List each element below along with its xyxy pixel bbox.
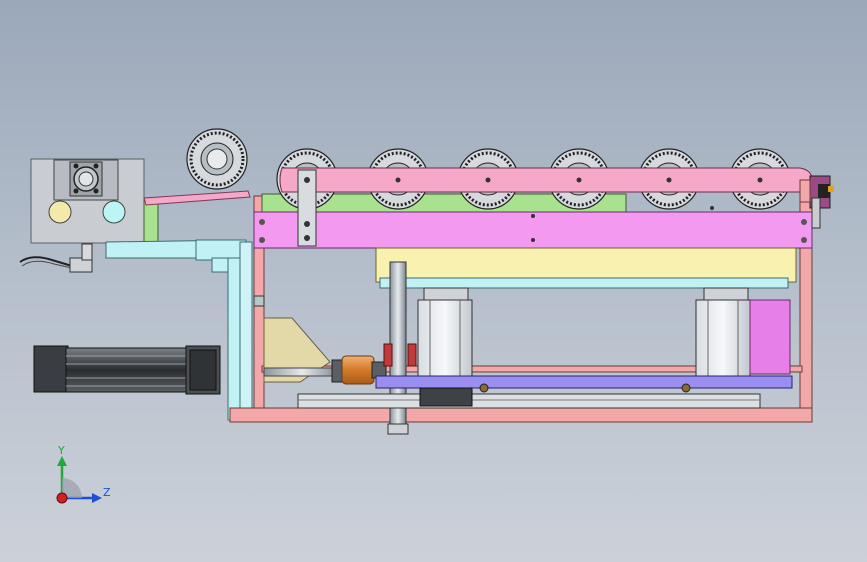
pneumatic-cylinder-left	[417, 287, 473, 381]
pneumatic-cylinder-right	[695, 287, 751, 377]
indicator-light-yellow	[48, 200, 72, 224]
servo-motor	[33, 345, 221, 395]
roller-loose	[186, 128, 248, 190]
end-sensor	[799, 175, 834, 229]
indicator-light-cyan	[102, 200, 126, 224]
axis-label-y: Y	[57, 444, 65, 457]
axis-triad: Y Z	[56, 444, 111, 504]
cable-connector	[19, 243, 93, 273]
top-rail	[279, 167, 813, 193]
control-box	[30, 158, 145, 244]
cyan-bracket	[105, 239, 253, 421]
slide-plate	[375, 375, 793, 393]
axis-label-z: Z	[103, 486, 111, 499]
frame	[229, 195, 813, 423]
side-plate	[253, 206, 813, 249]
